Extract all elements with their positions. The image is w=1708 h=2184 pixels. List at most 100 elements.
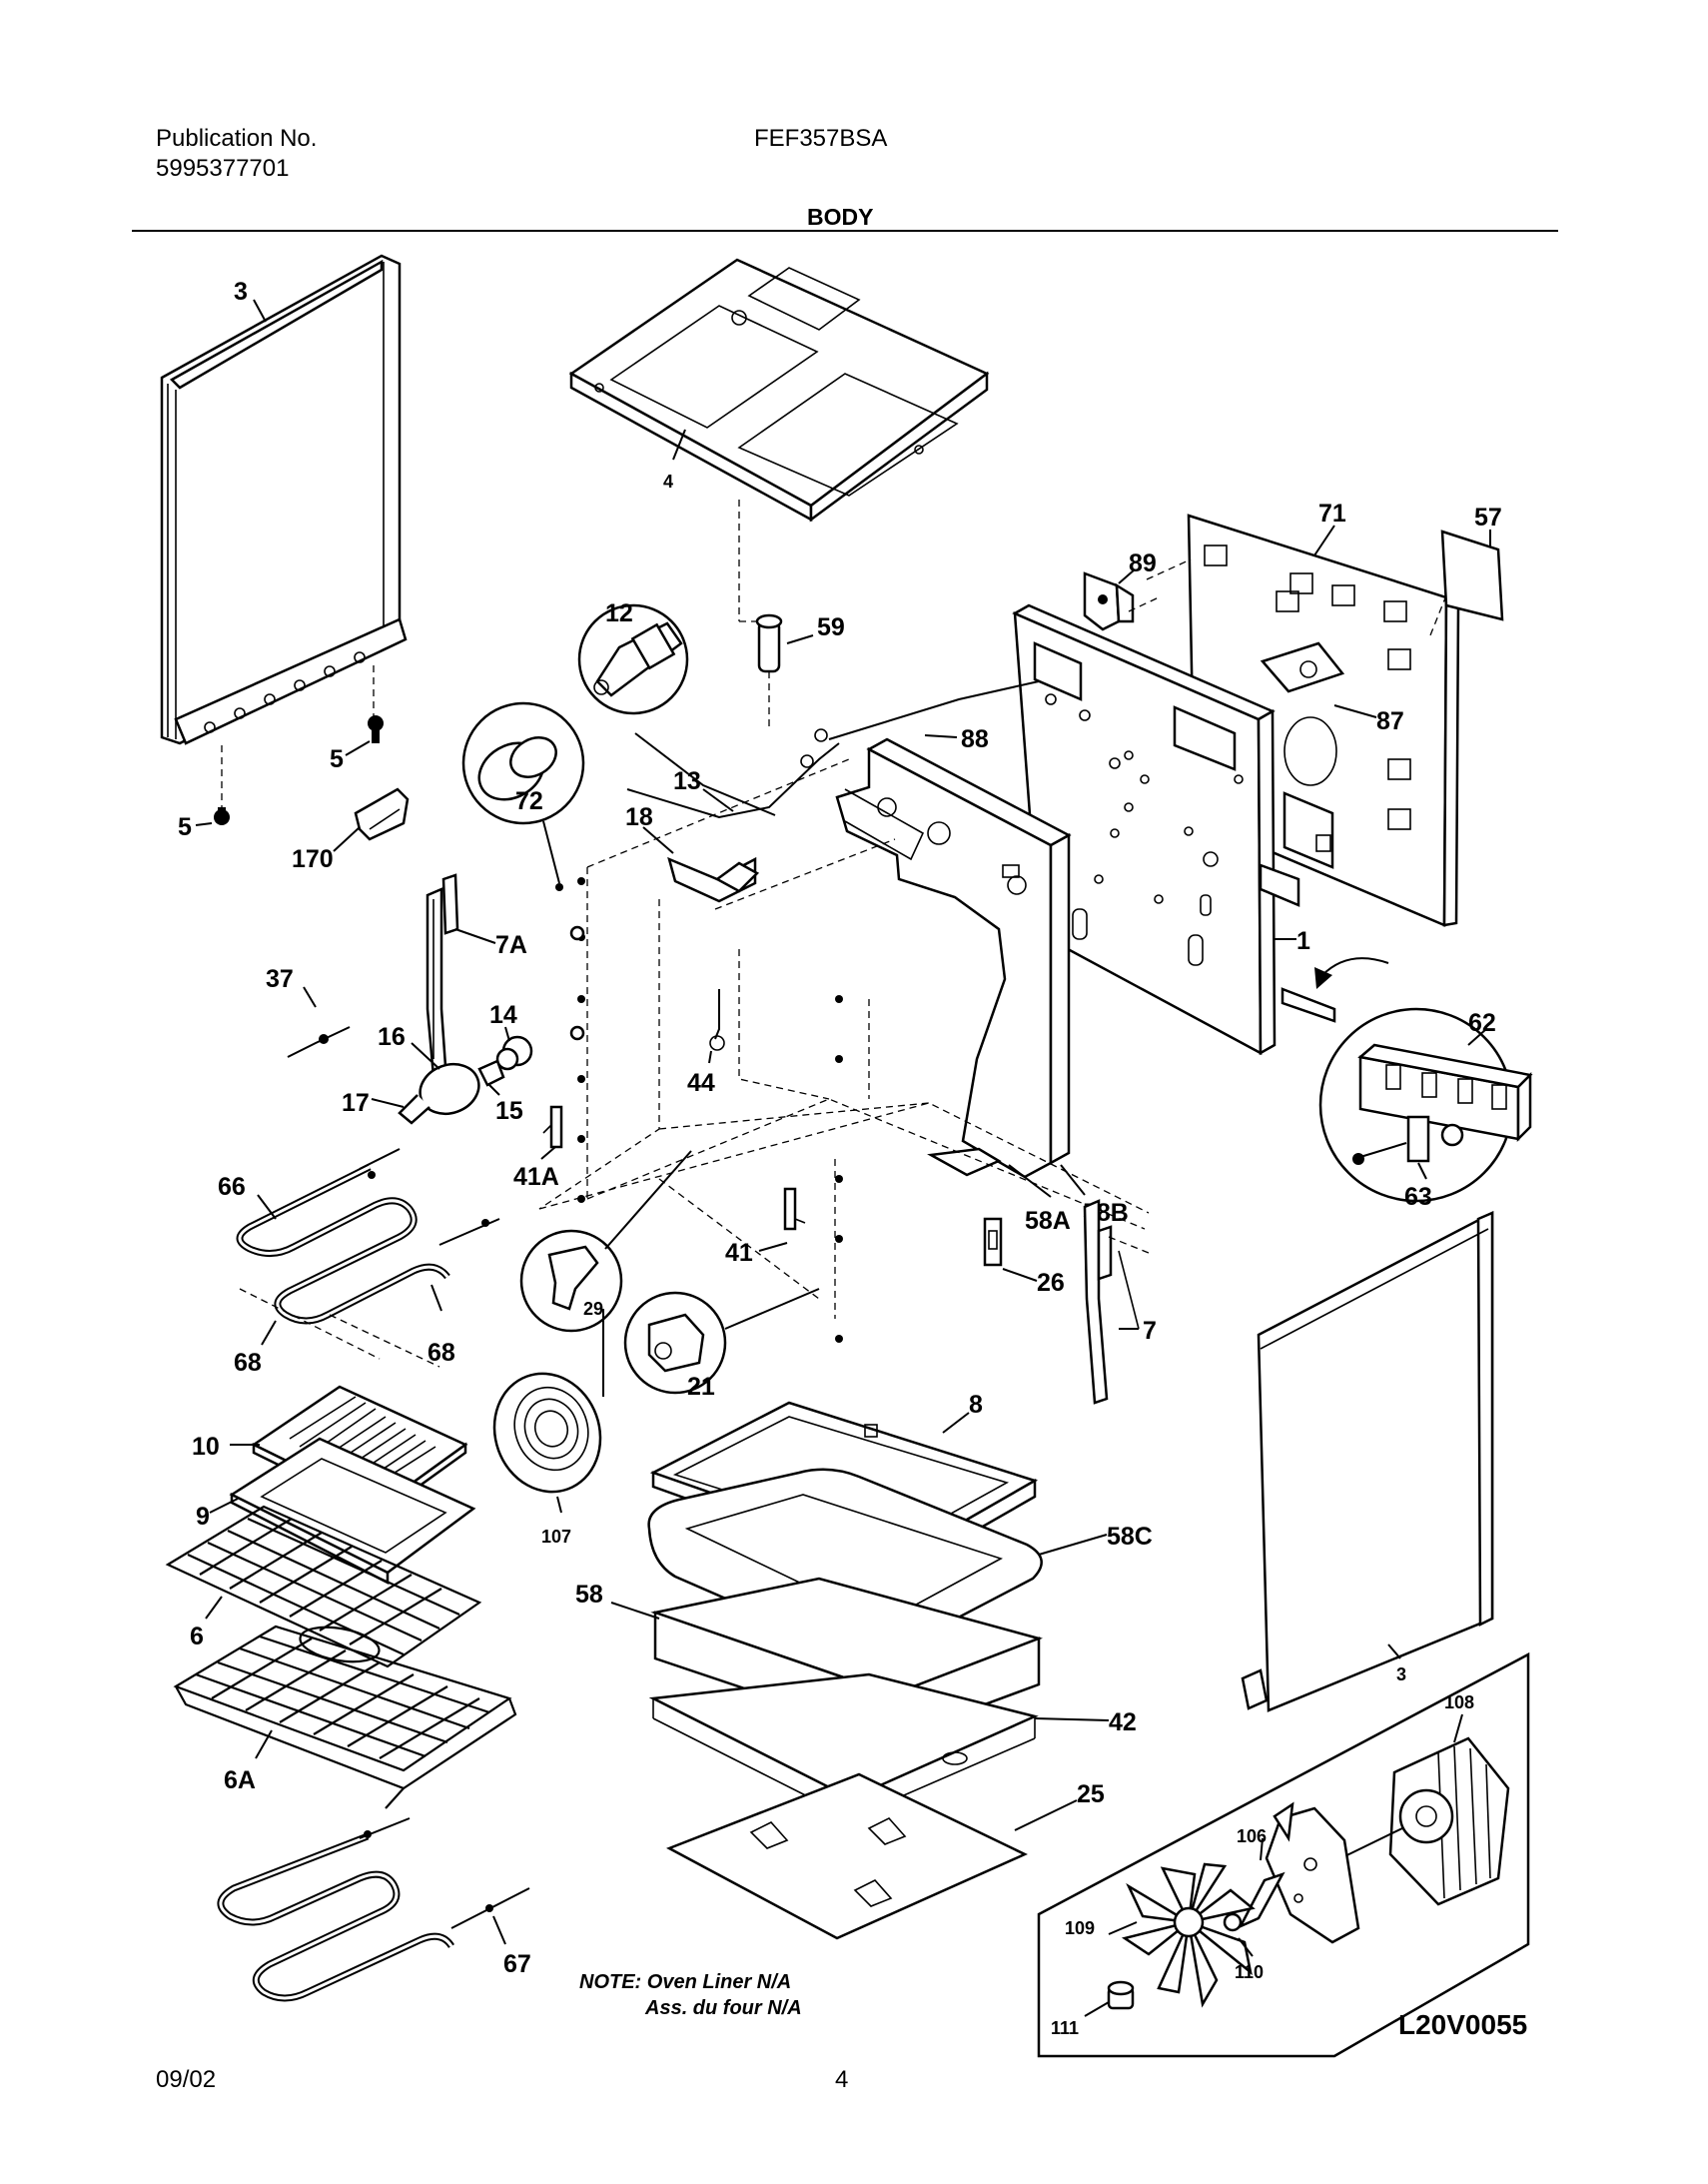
callout-41: 41 xyxy=(725,1239,753,1267)
callout-13: 13 xyxy=(673,767,701,795)
detail-72 xyxy=(461,701,585,891)
callout-26: 26 xyxy=(1037,1269,1065,1297)
callout-21: 21 xyxy=(687,1373,715,1401)
clip-26 xyxy=(983,1217,1003,1267)
callout-108: 108 xyxy=(1444,1692,1474,1712)
callout-17: 17 xyxy=(342,1089,370,1117)
callout-15: 15 xyxy=(495,1097,523,1125)
oven-rack-6 xyxy=(165,1505,482,1668)
callout-58: 58 xyxy=(575,1581,603,1609)
section-title: BODY xyxy=(807,204,874,230)
oven-rack-6A xyxy=(173,1625,517,1809)
callout-170: 170 xyxy=(292,845,334,873)
callout-110: 110 xyxy=(1235,1962,1264,1982)
header-rule xyxy=(132,230,1558,232)
hinge-7 xyxy=(1083,1199,1150,1405)
broil-pan-9 xyxy=(229,1437,476,1586)
callout-42: 42 xyxy=(1109,1708,1137,1736)
callout-44: 44 xyxy=(687,1069,715,1097)
callout-87: 87 xyxy=(1376,707,1404,735)
detail-62-63 xyxy=(1318,1007,1533,1203)
fan-motor-108 xyxy=(1327,1736,1510,1906)
callout-14: 14 xyxy=(489,1001,517,1029)
callout-3-top: 3 xyxy=(234,278,248,306)
callout-6A: 6A xyxy=(224,1766,256,1794)
callout-10: 10 xyxy=(192,1433,220,1461)
hinge-7A xyxy=(426,873,459,1101)
top-panel xyxy=(568,258,990,523)
callout-41A: 41A xyxy=(513,1163,559,1191)
callout-59: 59 xyxy=(817,613,845,641)
label-plate-57 xyxy=(1429,530,1504,636)
lamp-cover-16 xyxy=(398,1062,480,1125)
bottom-plate-25 xyxy=(666,1772,1028,1940)
callout-68-right: 68 xyxy=(427,1339,455,1367)
side-panel-right xyxy=(1241,1210,1494,1712)
callout-88: 88 xyxy=(961,725,989,753)
callout-8: 8 xyxy=(969,1391,983,1419)
bracket-89 xyxy=(1083,571,1160,631)
callout-5-lower: 5 xyxy=(178,813,192,841)
callout-106: 106 xyxy=(1237,1826,1267,1846)
publication-label: Publication No. xyxy=(156,125,318,152)
callout-7: 7 xyxy=(1143,1317,1157,1345)
screw-5-upper xyxy=(368,715,384,743)
callout-37: 37 xyxy=(266,965,294,993)
callout-68-left: 68 xyxy=(234,1349,262,1377)
callout-72: 72 xyxy=(515,787,543,815)
footer-page-number: 4 xyxy=(835,2066,849,2093)
screw-5-lower xyxy=(214,807,230,825)
oven-front-frame xyxy=(835,737,1072,1179)
detail-29 xyxy=(519,1150,692,1333)
fan-blade-109 xyxy=(1121,1862,1256,2008)
callout-111: 111 xyxy=(1051,2018,1079,2038)
oven-cavity-outline xyxy=(538,758,1150,1343)
callout-63: 63 xyxy=(1404,1183,1432,1211)
callout-58C: 58C xyxy=(1107,1523,1153,1551)
callout-67: 67 xyxy=(503,1950,531,1978)
callout-9: 9 xyxy=(196,1503,210,1531)
convection-fan-inset xyxy=(1037,1651,1530,2058)
callout-29: 29 xyxy=(583,1299,603,1319)
callout-109: 109 xyxy=(1065,1918,1095,1938)
fan-bracket-106 xyxy=(1238,1801,1360,1944)
callout-57: 57 xyxy=(1474,504,1502,532)
callout-1: 1 xyxy=(1296,927,1310,955)
bracket-41A xyxy=(542,1105,563,1149)
callout-5-upper: 5 xyxy=(330,745,344,773)
callout-107: 107 xyxy=(541,1527,571,1547)
washer-110 xyxy=(1223,1912,1243,1932)
note-line-1: NOTE: Oven Liner N/A xyxy=(579,1971,791,1993)
callout-7A: 7A xyxy=(495,931,527,959)
bracket-18 xyxy=(667,856,760,903)
publication-number: 5995377701 xyxy=(156,155,290,182)
detail-21 xyxy=(623,1288,820,1395)
callout-12: 12 xyxy=(605,599,633,627)
broil-element-67 xyxy=(217,1817,530,2002)
callout-62: 62 xyxy=(1468,1009,1496,1037)
callout-89: 89 xyxy=(1129,549,1157,577)
callout-16: 16 xyxy=(378,1023,406,1051)
callout-66: 66 xyxy=(218,1173,246,1201)
detail-12 xyxy=(577,603,689,715)
drawing-code: L20V0055 xyxy=(1398,2009,1527,2040)
callout-25: 25 xyxy=(1077,1780,1105,1808)
sensor-59 xyxy=(755,613,783,727)
footer-date: 09/02 xyxy=(156,2066,217,2093)
lamp-socket-14 xyxy=(495,1035,533,1071)
callout-18: 18 xyxy=(625,803,653,831)
side-panel-left xyxy=(160,254,408,809)
model-number: FEF357BSA xyxy=(754,125,888,152)
cabinet-assembly xyxy=(1012,603,1300,1056)
bracket-170 xyxy=(354,787,410,841)
bake-element-66 xyxy=(236,1148,500,1325)
callout-71: 71 xyxy=(1318,500,1346,528)
nut-111 xyxy=(1107,1980,1135,2010)
fan-cover-107 xyxy=(492,1309,604,1494)
bracket-41 xyxy=(783,1187,806,1231)
note-line-2: Ass. du four N/A xyxy=(644,1997,802,2019)
callout-6: 6 xyxy=(190,1623,204,1650)
callout-4: 4 xyxy=(663,472,673,492)
callout-58A: 58A xyxy=(1025,1207,1071,1235)
